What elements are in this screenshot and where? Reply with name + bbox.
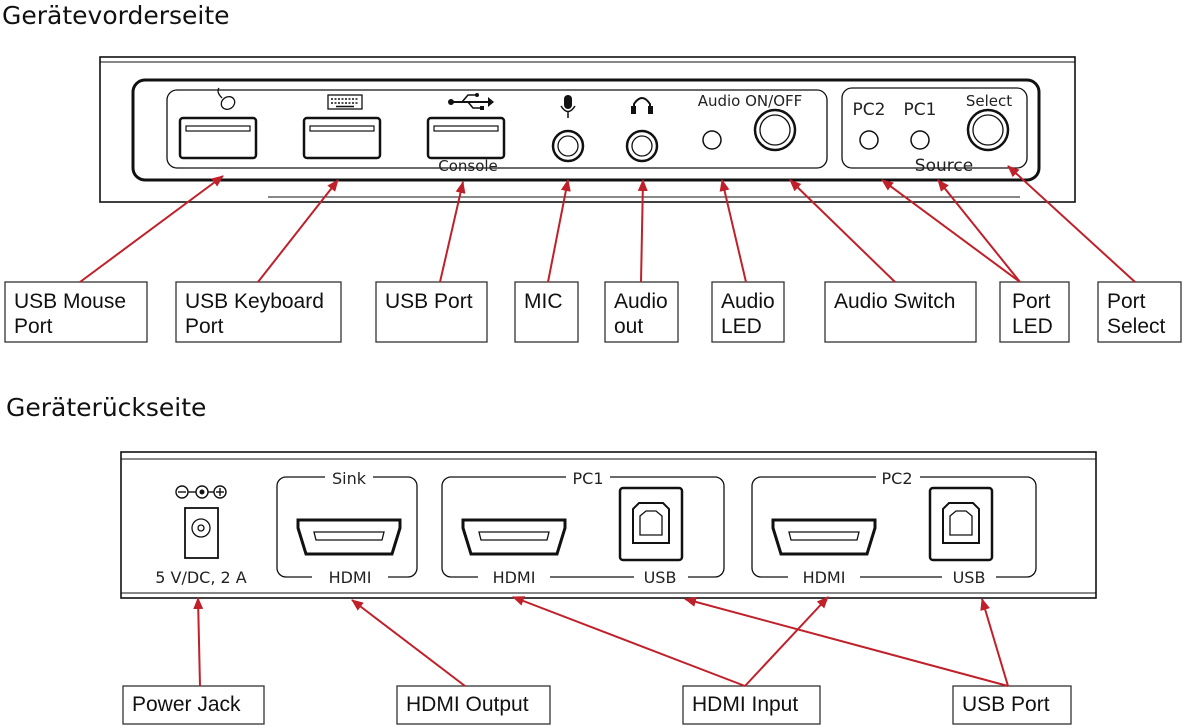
front-device: Console Audio ON/OFF PC2 PC1: [99, 56, 1076, 203]
usb-icon: [448, 93, 494, 110]
callout-audio-switch: Audio Switch: [824, 281, 977, 343]
audio-led: [702, 130, 722, 150]
dc-polarity-icon: [175, 485, 227, 499]
svg-text:Port: Port: [185, 315, 224, 338]
svg-text:Select: Select: [1107, 315, 1166, 338]
callout-hdmi-input: HDMI Input: [682, 685, 821, 725]
svg-text:USB Mouse: USB Mouse: [14, 290, 126, 313]
svg-text:Audio: Audio: [614, 290, 668, 313]
svg-text:Port: Port: [14, 315, 53, 338]
keyboard-icon: [327, 94, 363, 110]
back-callouts: Power Jack HDMI Output HDMI Input USB Po…: [122, 685, 1072, 725]
usb-mouse-port: [178, 116, 258, 160]
audio-out-jack: [625, 129, 659, 163]
back-arrows: [193, 596, 1009, 687]
front-title: Gerätevorderseite: [2, 1, 230, 30]
pc2-label: PC2: [882, 469, 913, 488]
svg-text:Audio Switch: Audio Switch: [834, 290, 955, 313]
console-usb-port: [426, 116, 506, 160]
callout-usb-mouse-port: USB Mouse Port: [4, 281, 148, 343]
callout-usb-keyboard-port: USB Keyboard Port: [175, 281, 342, 343]
pc1-led: [910, 130, 930, 150]
pc2-hdmi-input-port: [771, 518, 877, 556]
svg-text:USB Port: USB Port: [962, 693, 1050, 716]
callout-hdmi-output: HDMI Output: [396, 685, 551, 725]
callout-audio-out: Audio out: [604, 281, 679, 343]
sink-hdmi-label: HDMI: [329, 568, 372, 587]
svg-text:Audio: Audio: [721, 290, 775, 313]
pc2-hdmi-label: HDMI: [803, 568, 846, 587]
callout-usb-port-back: USB Port: [952, 685, 1072, 725]
pc1-usb-label: USB: [644, 568, 677, 587]
svg-text:Power Jack: Power Jack: [132, 693, 241, 716]
pc2-usb-label: USB: [953, 568, 986, 587]
svg-text:LED: LED: [1012, 315, 1053, 338]
mouse-icon: [217, 87, 236, 110]
power-rating-label: 5 V/DC, 2 A: [155, 568, 247, 587]
microphone-icon: [560, 95, 576, 118]
callout-audio-led: Audio LED: [711, 281, 785, 343]
callout-port-select: Port Select: [1097, 281, 1182, 343]
headphones-icon: [631, 97, 653, 114]
power-jack: [184, 507, 219, 559]
front-arrows: [79, 165, 1136, 283]
callout-port-led: Port LED: [999, 281, 1070, 343]
hdmi-output-port: [296, 518, 402, 556]
callout-mic: MIC: [514, 281, 579, 343]
source-label: Source: [915, 156, 973, 176]
pc1-label: PC1: [573, 469, 604, 488]
pc1-hdmi-label: HDMI: [493, 568, 536, 587]
callout-power-jack: Power Jack: [122, 685, 265, 725]
svg-text:MIC: MIC: [524, 290, 563, 313]
svg-text:HDMI Input: HDMI Input: [692, 693, 798, 716]
select-label: Select: [966, 92, 1012, 110]
svg-text:Port: Port: [1107, 290, 1146, 313]
pc2-led-label: PC2: [853, 100, 886, 120]
pc1-usb-b-port: [618, 486, 684, 562]
svg-text:USB Port: USB Port: [385, 290, 473, 313]
pc1-led-label: PC1: [904, 100, 937, 120]
mic-jack: [551, 129, 585, 163]
port-select-button: [966, 108, 1010, 152]
svg-text:out: out: [614, 315, 643, 338]
back-device: 5 V/DC, 2 A Sink HDMI PC1 HDMI USB: [120, 451, 1097, 599]
front-callouts: USB Mouse Port USB Keyboard Port USB Por…: [4, 281, 1182, 343]
audio-on-off-label: Audio ON/OFF: [698, 92, 803, 110]
usb-keyboard-port: [302, 116, 382, 160]
svg-text:USB Keyboard: USB Keyboard: [185, 290, 324, 313]
svg-text:Port: Port: [1012, 290, 1051, 313]
audio-switch: [753, 108, 797, 152]
pc2-led: [859, 130, 879, 150]
svg-text:LED: LED: [721, 315, 762, 338]
pc1-hdmi-input-port: [461, 518, 567, 556]
svg-text:HDMI Output: HDMI Output: [406, 693, 529, 716]
callout-usb-port: USB Port: [375, 281, 488, 343]
sink-label: Sink: [332, 469, 367, 488]
pc2-usb-b-port: [928, 486, 994, 562]
back-title: Geräterückseite: [6, 393, 206, 422]
console-label: Console: [438, 157, 498, 175]
